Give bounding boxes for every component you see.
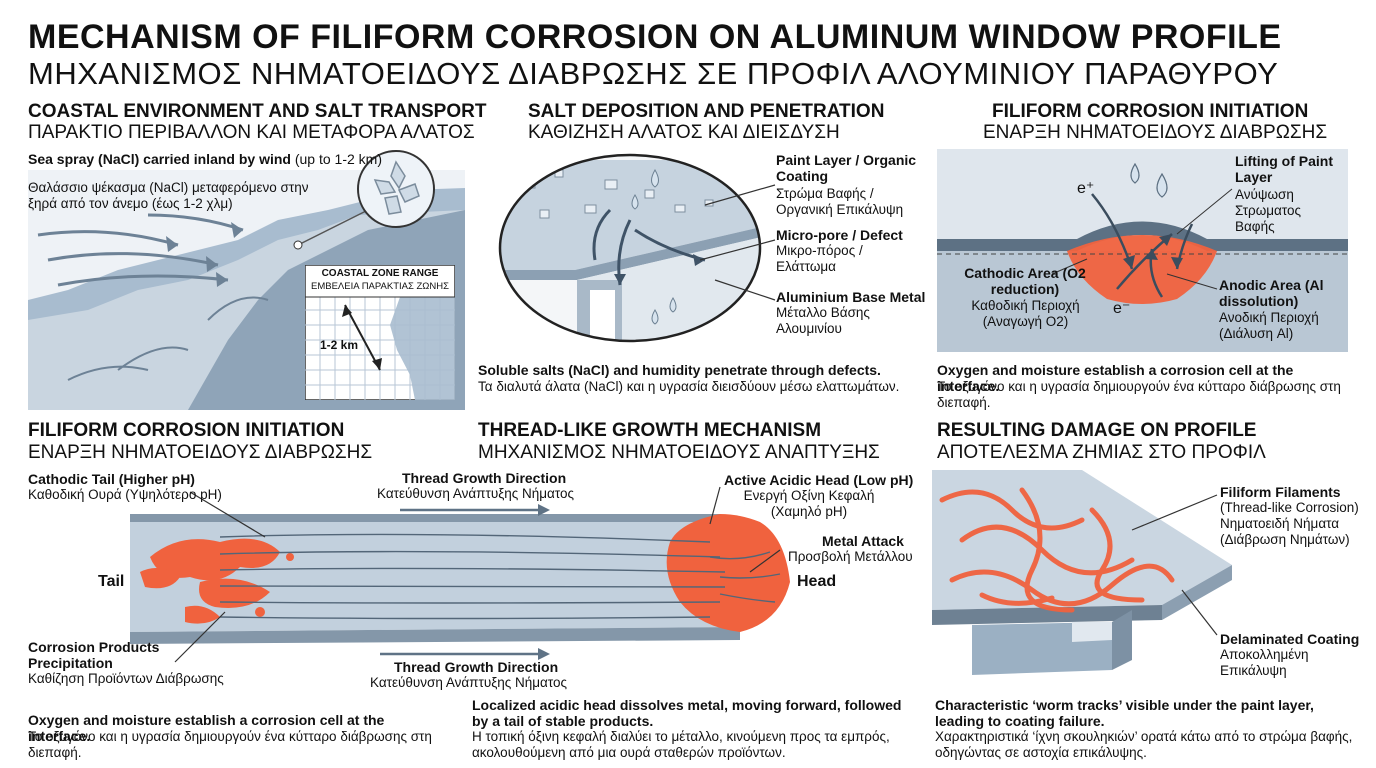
panel4-caption: Oxygen and moisture establish a corrosio… [28, 712, 385, 744]
inset-title-greek: ΕΜΒΕΛΕΙΑ ΠΑΡΑΚΤΙΑΣ ΖΩΝΗΣ [311, 281, 449, 292]
cathodic-area-label-greek: Καθοδική Περιοχή (Αναγωγή O2) [971, 298, 1080, 329]
cathodic-tail-label-greek: Καθοδική Ουρά (Υψηλότερο pH) [28, 487, 222, 502]
panel2-caption: Soluble salts (NaCl) and humidity penetr… [478, 362, 881, 378]
growth-direction-top: Thread Growth Direction [402, 470, 567, 486]
anodic-area-label: Anodic Area (Al dissolution) [1219, 277, 1324, 309]
growth-direction-bottom-greek: Κατεύθυνση Ανάπτυξης Νήματος [370, 675, 568, 690]
metal-attack-label-greek: Προσβολή Μετάλλου [788, 549, 913, 564]
tail-label: Tail [98, 573, 125, 590]
filaments-sub-label: (Thread-like Corrosion) [1220, 500, 1359, 515]
salt-deposition-illustration [498, 153, 762, 343]
panel5-title-greek: ΜΗΧΑΝΙΣΜΟΣ ΝΗΜΑΤΟΕΙΔΟΥΣ ΑΝΑΠΤΥΞΗΣ [478, 442, 880, 463]
panel3-caption: Oxygen and moisture establish a corrosio… [937, 362, 1294, 394]
acidic-head-label-greek: Ενεργή Οξίνη Κεφαλή (Χαμηλό pH) [743, 488, 875, 519]
lifting-label-greek: Ανύψωση Στρωματος Βαφής [1235, 187, 1301, 234]
panel4-title-greek: ΕΝΑΡΞΗ ΝΗΜΑΤΟΕΙΔΟΥΣ ΔΙΑΒΡΩΣΗΣ [28, 442, 373, 463]
spray-label: Sea spray (NaCl) carried inland by wind … [28, 151, 382, 167]
panel6-caption-greek: Χαρακτηριστικά ‘ίχνη σκουληκιών’ ορατά κ… [935, 729, 1353, 760]
range-label: 1-2 km [320, 338, 359, 352]
panel4-caption-greek: Το οξυγόνο και η υγρασία δημιουργούν ένα… [28, 729, 432, 760]
filaments-label: Filiform Filaments [1220, 484, 1341, 500]
panel3-title-greek: ΕΝΑΡΞΗ ΝΗΜΑΤΟΕΙΔΟΥΣ ΔΙΑΒΡΩΣΗΣ [983, 122, 1328, 143]
panel4-title: FILIFORM CORROSION INITIATION [28, 420, 345, 441]
anodic-area-label-greek: Ανοδική Περιοχή (Διάλυση Al) [1219, 310, 1319, 341]
panel1-title: COASTAL ENVIRONMENT AND SALT TRANSPORT [28, 101, 487, 122]
paint-layer-label: Paint Layer / Organic Coating [776, 152, 917, 184]
salt-crystal-icon [357, 150, 435, 228]
acidic-head-label: Active Acidic Head (Low pH) [724, 472, 914, 488]
panel2-title-greek: ΚΑΘΙΖΗΣΗ ΑΛΑΤΟΣ ΚΑΙ ΔΙΕΙΣΔΥΣΗ [528, 122, 840, 143]
cathodic-area-label: Cathodic Area (O2 reduction) [964, 265, 1086, 297]
micropore-label-greek: Μικρο-πόρος / Ελάττωμα [776, 243, 863, 274]
main-title: MECHANISM OF FILIFORM CORROSION ON ALUMI… [28, 18, 1282, 56]
spray-label-greek: Θαλάσσιο ψέκασμα (NaCl) μεταφερόμενο στη… [28, 180, 309, 211]
panel2-title: SALT DEPOSITION AND PENETRATION [528, 101, 885, 122]
panel5-title: THREAD-LIKE GROWTH MECHANISM [478, 420, 822, 441]
main-title-greek: ΜΗΧΑΝΙΣΜΟΣ ΝΗΜΑΤΟΕΙΔΟΥΣ ΔΙΑΒΡΩΣΗΣ ΣΕ ΠΡΟ… [28, 56, 1279, 91]
panel2-leader-lines [699, 184, 776, 301]
micropore-label: Micro-pore / Defect [776, 227, 903, 243]
damaged-profile-illustration [932, 470, 1362, 690]
electron-minus: e⁻ [1113, 300, 1131, 317]
panel5-caption-greek: Η τοπική όξινη κεφαλή διαλύει το μέταλλο… [472, 729, 890, 760]
head-label: Head [797, 573, 837, 590]
corrosion-products-label: Corrosion Products Precipitation [28, 639, 160, 671]
panel6-title-greek: ΑΠΟΤΕΛΕΣΜΑ ΖΗΜΙΑΣ ΣΤΟ ΠΡΟΦΙΛ [937, 442, 1266, 463]
electron-plus: e⁺ [1077, 180, 1095, 197]
corrosion-products-label-greek: Καθίζηση Προϊόντων Διάβρωσης [28, 671, 224, 686]
panel6-title: RESULTING DAMAGE ON PROFILE [937, 420, 1257, 441]
lifting-label: Lifting of Paint Layer [1235, 153, 1333, 185]
coastal-zone-inset [305, 265, 455, 400]
panel5-caption: Localized acidic head dissolves metal, m… [472, 697, 902, 729]
growth-direction-bottom: Thread Growth Direction [394, 659, 559, 675]
panel3-title: FILIFORM CORROSION INITIATION [992, 101, 1309, 122]
metal-attack-label: Metal Attack [822, 533, 904, 549]
cathodic-tail-label: Cathodic Tail (Higher pH) [28, 471, 195, 487]
base-metal-label: Aluminium Base Metal [776, 289, 926, 305]
paint-layer-label-greek: Στρώμα Βαφής / Οργανική Επικάλυψη [776, 186, 904, 217]
base-metal-label-greek: Μέταλλο Βάσης Αλουμινίου [776, 305, 870, 336]
panel2-caption-greek: Τα διαλυτά άλατα (NaCl) και η υγρασία δι… [478, 379, 900, 394]
delaminated-label-greek: Αποκολλημένη Επικάλυψη [1220, 647, 1309, 678]
filaments-label-greek: Νηματοειδή Νήματα (Διάβρωση Νημάτων) [1220, 516, 1350, 547]
panel1-title-greek: ΠΑΡΑΚΤΙΟ ΠΕΡΙΒΑΛΛΟΝ ΚΑΙ ΜΕΤΑΦΟΡΑ ΑΛΑΤΟΣ [28, 122, 475, 143]
thread-growth-illustration [130, 486, 790, 663]
corrosion-cell-illustration [937, 149, 1348, 352]
panel3-caption-greek: Το οξυγόνο και η υγρασία δημιουργούν ένα… [937, 379, 1341, 410]
panel6-caption: Characteristic ‘worm tracks’ visible und… [935, 697, 1314, 729]
delaminated-label: Delaminated Coating [1220, 631, 1360, 647]
growth-direction-top-greek: Κατεύθυνση Ανάπτυξης Νήματος [377, 486, 575, 501]
inset-title: COASTAL ZONE RANGE [321, 268, 439, 279]
